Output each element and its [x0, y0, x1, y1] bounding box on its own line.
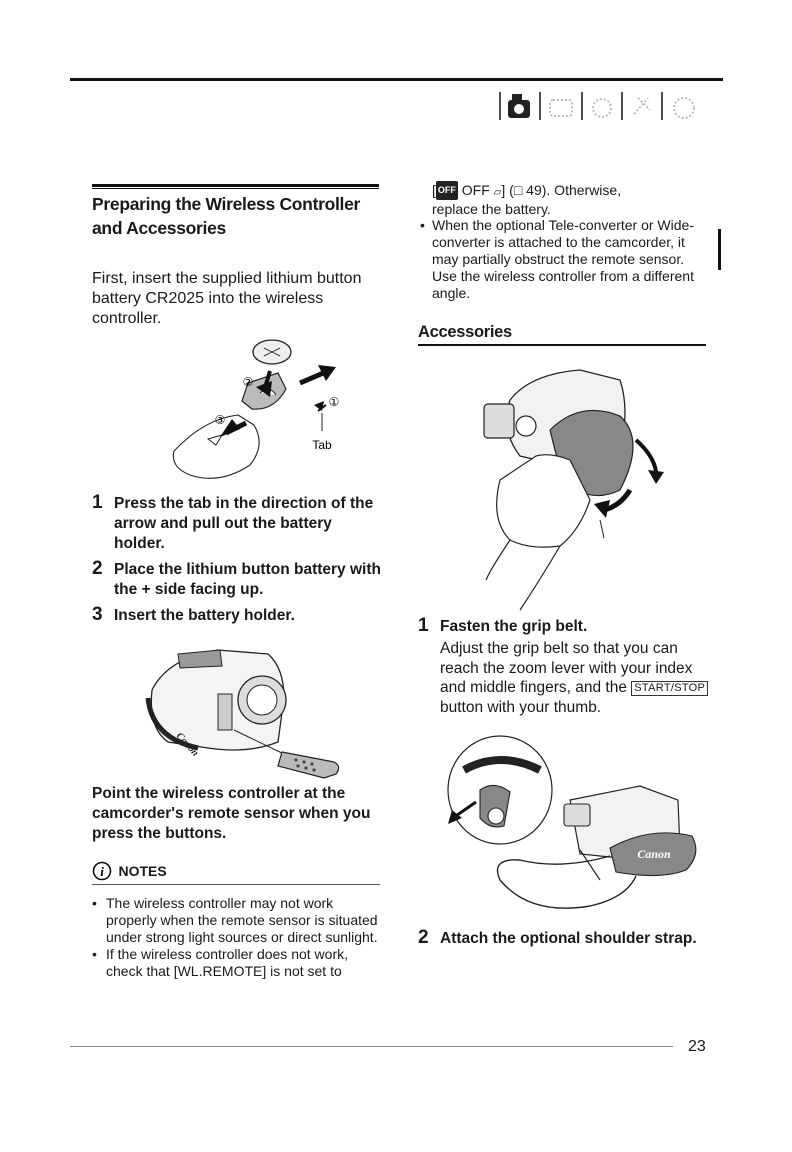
start-stop-key: START/STOP	[631, 681, 709, 696]
controller-outline-icon	[172, 414, 260, 479]
section-rule	[92, 184, 379, 189]
grip-belt-illustration	[483, 369, 664, 611]
pull-arrow-icon	[318, 365, 336, 381]
notes-header: i NOTES	[92, 861, 380, 885]
callout-1: ①	[329, 395, 340, 409]
note-item: The wireless controller may not work pro…	[92, 895, 380, 946]
callout-3: ③	[215, 413, 226, 427]
pull-belt-arrow-icon	[594, 500, 610, 518]
section-title: Preparing the Wireless Controller and Ac…	[92, 194, 361, 238]
step1-body: Adjust the grip belt so that you can rea…	[440, 639, 710, 717]
step-number: 1	[418, 615, 429, 636]
header-rule	[70, 78, 723, 81]
step-number: 2	[92, 558, 103, 579]
step-list: 1 Press the tab in the direction of the …	[92, 492, 382, 626]
step2-block: 2 Attach the optional shoulder strap.	[418, 927, 718, 949]
point-instruction: Point the wireless controller at the cam…	[92, 785, 371, 842]
shoulder-strap-illustration: Canon	[447, 735, 697, 909]
notes-rule	[92, 884, 380, 885]
strap-arrow-icon	[448, 810, 462, 824]
insert-arrow-icon	[220, 419, 240, 437]
page-ref-text: ] (□ 49). Otherwise,	[501, 182, 622, 198]
notes-title: NOTES	[118, 863, 167, 879]
wireless-controller-icon	[277, 751, 340, 779]
off-mode-badge: OFF	[435, 181, 458, 200]
brand-logo-text: Canon	[637, 847, 671, 861]
step1-body-text: Adjust the grip belt so that you can rea…	[440, 640, 693, 696]
tab-label: Tab	[312, 438, 332, 452]
step-number: 3	[92, 604, 103, 625]
replace-battery-text: replace the battery.	[432, 201, 551, 217]
converter-note-list: When the optional Tele-converter or Wide…	[420, 217, 712, 302]
camcorder-settings-icon[interactable]	[508, 94, 530, 118]
accessories-rule	[418, 344, 706, 346]
bracket-text: [	[432, 182, 436, 198]
intro-paragraph: First, insert the supplied lithium butto…	[92, 270, 362, 327]
step-item: 1 Press the tab in the direction of the …	[92, 492, 382, 554]
info-icon: i	[92, 861, 112, 881]
step-item: 2 Place the lithium button battery with …	[92, 558, 382, 600]
playback-icon[interactable]	[549, 99, 573, 117]
footer-rule	[70, 1046, 673, 1047]
additional-info-icon[interactable]	[673, 97, 695, 119]
step1-title: Fasten the grip belt.	[440, 618, 588, 635]
step-text: Insert the battery holder.	[114, 607, 295, 624]
step-text: Place the lithium button battery with th…	[114, 561, 381, 598]
curve-arrow-icon	[648, 470, 664, 484]
notes-list: The wireless controller may not work pro…	[92, 895, 380, 980]
note-item: If the wireless controller does not work…	[92, 946, 380, 980]
converter-note: When the optional Tele-converter or Wide…	[420, 217, 712, 302]
strap-pad-icon	[609, 832, 697, 877]
step1-block: 1 Fasten the grip belt. Adjust the grip …	[418, 615, 710, 717]
callout-2: ②	[243, 375, 254, 389]
svg-text:i: i	[100, 864, 104, 879]
down-arrow-icon	[256, 381, 272, 397]
step-number: 2	[418, 927, 429, 948]
external-connection-icon[interactable]	[592, 98, 612, 118]
battery-illustration: ② ① ③ Tab	[172, 339, 340, 479]
step-number: 1	[92, 492, 103, 513]
change-bar	[718, 229, 721, 270]
camcorder-remote-illustration: Canon	[145, 649, 340, 779]
section-nav	[499, 92, 695, 120]
continued-text: [OFF OFF ▱] (□ 49). Otherwise, replace t…	[432, 181, 722, 218]
off-text: OFF	[457, 182, 494, 198]
remote-icon: ▱	[493, 187, 502, 198]
photo-icon[interactable]	[633, 97, 651, 115]
page-number: 23	[688, 1038, 706, 1055]
step2-title: Attach the optional shoulder strap.	[440, 930, 697, 947]
step-text: Press the tab in the direction of the ar…	[114, 495, 374, 552]
accessories-title: Accessories	[418, 323, 512, 341]
step-item: 3 Insert the battery holder.	[92, 604, 382, 626]
step1-body-tail: button with your thumb.	[440, 698, 602, 716]
